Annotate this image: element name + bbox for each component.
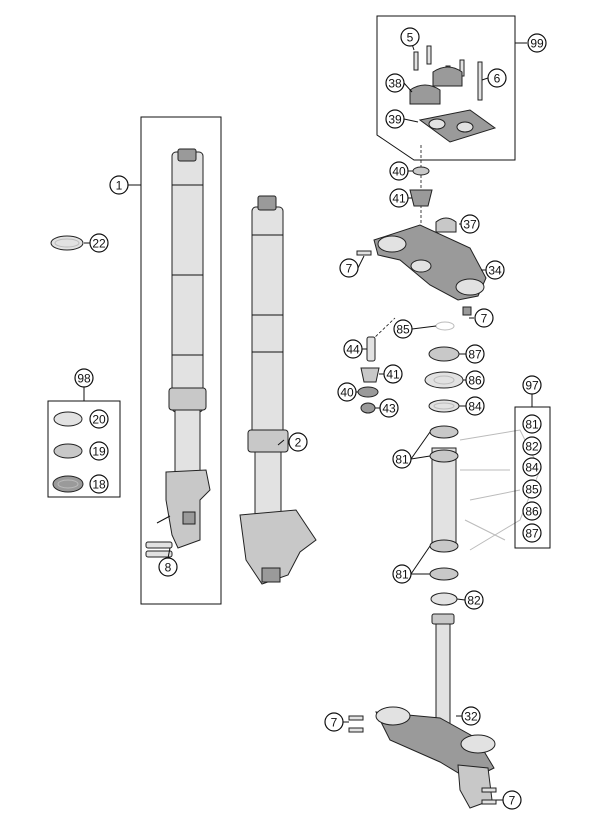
callout-6-label: 6	[494, 72, 501, 86]
callout-2: 2	[288, 432, 308, 452]
callout-20-label: 20	[92, 413, 106, 427]
kit-97-item: 81	[522, 414, 542, 434]
callout-39: 39	[385, 109, 405, 129]
callout-7-lower-right-label: 7	[509, 794, 516, 808]
callout-43: 43	[379, 398, 399, 418]
kit-97-item: 87	[522, 523, 542, 543]
callout-19-label: 19	[92, 445, 106, 459]
callout-39-label: 39	[388, 113, 402, 127]
callout-1: 1	[109, 175, 129, 195]
fork-leg-left	[140, 116, 222, 605]
callout-82: 82	[464, 590, 484, 610]
upper-triple-clamp	[356, 145, 487, 316]
callout-41-upper-label: 41	[392, 192, 406, 206]
callout-7-lower-left: 7	[324, 712, 344, 732]
callout-87-label: 87	[468, 348, 482, 362]
callout-87: 87	[465, 344, 485, 364]
callout-7-mid: 7	[474, 308, 494, 328]
callout-44-label: 44	[346, 343, 360, 357]
callout-19: 19	[89, 441, 109, 461]
callout-82-label: 82	[467, 594, 481, 608]
callout-41-upper: 41	[389, 188, 409, 208]
ring-22	[50, 235, 84, 251]
callout-32-label: 32	[464, 710, 478, 724]
callout-5: 5	[400, 27, 420, 47]
kit-97-item-label: 87	[525, 527, 539, 541]
kit-99-box	[376, 15, 527, 161]
callout-18: 18	[89, 474, 109, 494]
callout-38: 38	[385, 73, 405, 93]
kit-97-item: 86	[522, 501, 542, 521]
callout-84-label: 84	[468, 400, 482, 414]
callout-2-label: 2	[295, 436, 302, 450]
kit-97-item-label: 82	[525, 440, 539, 454]
callout-99-label: 99	[530, 37, 544, 51]
callout-84: 84	[465, 396, 485, 416]
lower-triple-clamp	[348, 613, 497, 809]
kit-97-item-label: 81	[525, 418, 539, 432]
callout-86-label: 86	[468, 374, 482, 388]
callout-34-label: 34	[488, 264, 502, 278]
callout-22-label: 22	[92, 237, 106, 251]
fork-leg-right	[239, 195, 317, 585]
callout-43-label: 43	[382, 402, 396, 416]
callout-5-label: 5	[407, 31, 414, 45]
callout-98: 98	[74, 368, 94, 388]
callout-81-upper: 81	[392, 449, 412, 469]
kit-97-item-label: 84	[525, 461, 539, 475]
kit-97-item: 85	[522, 479, 542, 499]
callout-86: 86	[465, 370, 485, 390]
callout-37-label: 37	[463, 218, 477, 232]
callout-97-label: 97	[525, 379, 539, 393]
kit-97-item-label: 86	[525, 505, 539, 519]
callout-7-lower-left-label: 7	[331, 716, 338, 730]
callout-40-upper-label: 40	[392, 165, 406, 179]
callout-1-label: 1	[116, 179, 123, 193]
callout-8-label: 8	[165, 561, 172, 575]
callout-7-upper-label: 7	[346, 262, 353, 276]
kit-97-box	[514, 394, 551, 549]
callout-37: 37	[460, 214, 480, 234]
pin-44	[366, 336, 376, 362]
callout-7-mid-label: 7	[481, 312, 488, 326]
callout-6: 6	[487, 68, 507, 88]
kit-97-item: 84	[522, 457, 542, 477]
callout-40-lower-label: 40	[340, 386, 354, 400]
callout-81-lower: 81	[392, 564, 412, 584]
kit-97-item-label: 85	[525, 483, 539, 497]
callout-32: 32	[461, 706, 481, 726]
callout-34: 34	[485, 260, 505, 280]
kit-97-item: 82	[522, 436, 542, 456]
fork-leg-left-box	[140, 116, 222, 605]
callout-44: 44	[343, 339, 363, 359]
callout-98-label: 98	[77, 372, 91, 386]
callout-22: 22	[89, 233, 109, 253]
callout-81-upper-label: 81	[395, 453, 409, 467]
callout-38-label: 38	[388, 77, 402, 91]
callout-20: 20	[89, 409, 109, 429]
callout-40-lower: 40	[337, 382, 357, 402]
callout-7-upper: 7	[339, 258, 359, 278]
steering-head	[429, 425, 541, 606]
callout-97: 97	[522, 375, 542, 395]
callout-85-label: 85	[396, 323, 410, 337]
callout-7-lower-right: 7	[502, 790, 522, 810]
callout-41-lower-label: 41	[386, 368, 400, 382]
callout-99: 99	[527, 33, 547, 53]
callout-85: 85	[393, 319, 413, 339]
callout-18-label: 18	[92, 478, 106, 492]
kit-98-box	[47, 387, 121, 498]
callout-40-upper: 40	[389, 161, 409, 181]
seal-85	[435, 321, 455, 331]
callout-81-lower-label: 81	[395, 568, 409, 582]
callout-41-lower: 41	[383, 364, 403, 384]
callout-8: 8	[158, 557, 178, 577]
